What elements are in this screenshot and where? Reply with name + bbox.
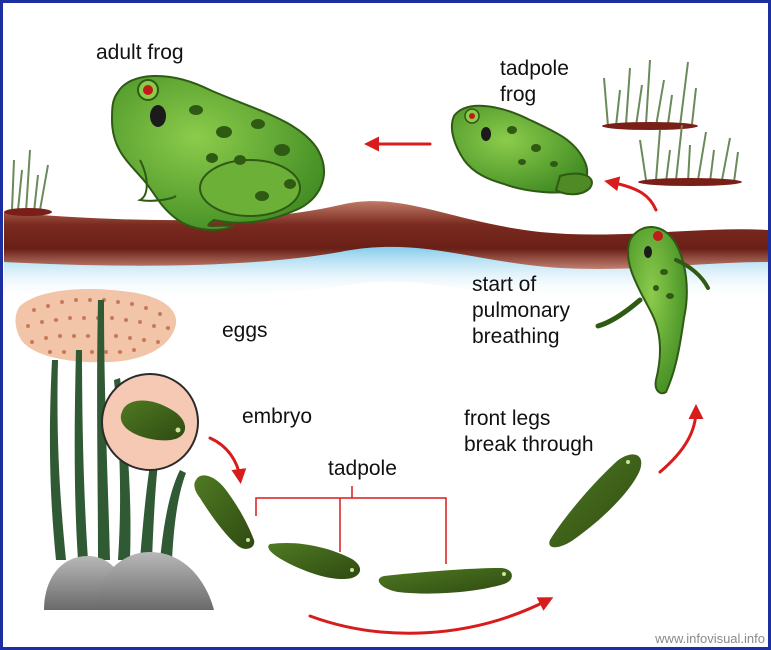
label-tadpole: tadpole — [328, 456, 397, 482]
label-front-legs: front legs break through — [464, 406, 594, 458]
watermark: www.infovisual.info — [655, 631, 765, 646]
label-eggs: eggs — [222, 318, 268, 344]
label-start-line1: start of — [472, 272, 570, 298]
label-tadpole-frog-line2: frog — [500, 82, 569, 108]
label-tadpole-frog: tadpole frog — [500, 56, 569, 108]
label-start-line2: pulmonary — [472, 298, 570, 324]
egg-mass-illustration — [16, 289, 177, 362]
label-front-legs-line1: front legs — [464, 406, 594, 432]
label-tadpole-frog-line1: tadpole — [500, 56, 569, 82]
label-front-legs-line2: break through — [464, 432, 594, 458]
embryo-illustration — [102, 374, 198, 470]
label-embryo: embryo — [242, 404, 312, 430]
label-start-line3: breathing — [472, 324, 570, 350]
label-adult-frog: adult frog — [96, 40, 184, 66]
label-start-of-pulmonary-breathing: start of pulmonary breathing — [472, 272, 570, 350]
